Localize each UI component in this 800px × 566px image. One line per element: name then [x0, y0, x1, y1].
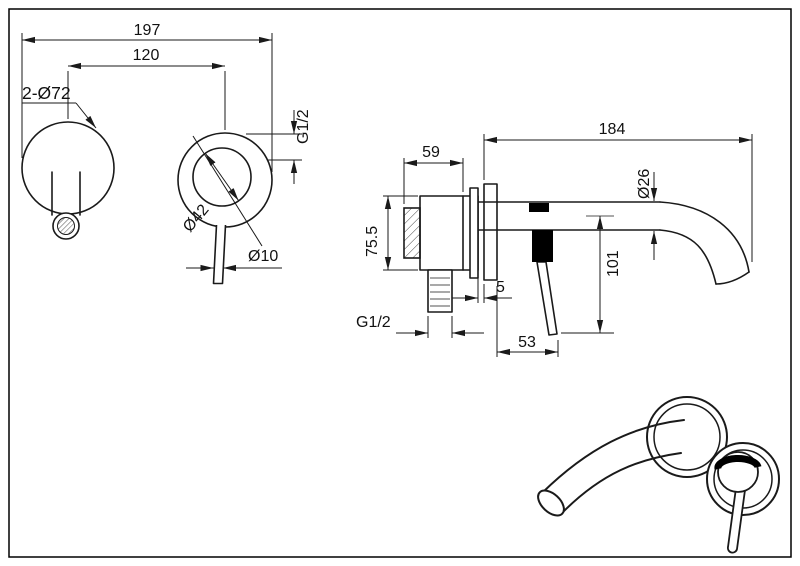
dim-label-body-height: 75.5 [364, 226, 381, 257]
dim-label-handle-projection: 53 [518, 334, 536, 351]
perspective-view [537, 396, 780, 554]
arrow-line [205, 153, 223, 178]
dim-handle-diameter: Ø10 [186, 248, 282, 272]
dim-label-plate-gap: 5 [496, 279, 505, 296]
spout-plate-circle [21, 121, 115, 215]
arrow-line [221, 176, 239, 201]
dim-label-spout-drop: 101 [605, 250, 622, 277]
inlet-stub [427, 269, 453, 313]
valve-body [419, 195, 479, 271]
side-view: 59 184 75.5 Ø26 [356, 121, 753, 357]
dim-label-spout-reach: 184 [599, 121, 626, 138]
valve-cartridge-circle [192, 147, 252, 207]
wall-plate-side [483, 183, 498, 281]
spout-mouth [537, 489, 565, 517]
cartridge-block [403, 207, 421, 259]
dim-label-spout-diameter: Ø26 [636, 169, 653, 199]
spout-tube-bottom [562, 452, 682, 513]
dim-spout-reach: 184 [483, 121, 753, 262]
dim-label-inlet-thread-front: G1/2 [295, 109, 312, 144]
dim-body-height: 75.5 [364, 195, 418, 271]
dim-handle-projection: 53 [496, 286, 559, 357]
front-view: 197 120 2-Ø72 Ø42 Ø10 [21, 22, 312, 285]
dim-label-handle-diameter: Ø10 [248, 248, 278, 265]
dim-spout-drop: 101 [561, 215, 622, 334]
dim-label-body-depth: 59 [422, 144, 440, 161]
side-dimensions: 59 184 75.5 Ø26 [356, 121, 753, 357]
dim-spout-diameter: Ø26 [636, 169, 658, 260]
spout-tip-face [715, 271, 750, 285]
dim-plate-gap: 5 [452, 274, 512, 303]
front-dimensions: 197 120 2-Ø72 Ø42 Ø10 [21, 22, 312, 272]
handle-black-band [714, 454, 762, 470]
leader-line [192, 135, 263, 247]
spout-tube-top [541, 419, 685, 494]
dim-inlet-thread-front: G1/2 [246, 109, 312, 184]
dim-center-distance: 120 [67, 47, 226, 130]
dim-label-plate-note: 2-Ø72 [22, 83, 71, 103]
handle-collar-black [532, 230, 553, 262]
spout-escutcheon-outer [646, 396, 728, 478]
valve-flange [469, 187, 479, 279]
dim-label-inlet-thread-side: G1/2 [356, 314, 391, 331]
seal-band-black [529, 203, 549, 212]
handle-rod-side [536, 261, 558, 336]
side-outlines [403, 183, 750, 336]
dim-label-overall-width: 197 [134, 22, 161, 39]
dim-inlet-thread-side: G1/2 [356, 314, 484, 338]
dim-overall-width: 197 [21, 22, 273, 172]
handle-rod-front [212, 224, 227, 285]
spout-curve-outer [659, 201, 750, 273]
handle-lever [727, 487, 746, 554]
leader-line [75, 102, 97, 129]
dim-label-center-distance: 120 [133, 47, 160, 64]
front-outlines [21, 121, 273, 285]
spout-escutcheon-inner [653, 403, 721, 471]
border-frame [8, 8, 792, 558]
dim-plate-note: 2-Ø72 [22, 83, 97, 129]
aerator-knurl [57, 217, 75, 235]
spout-curve-inner [659, 229, 717, 285]
dim-body-depth: 59 [403, 144, 464, 204]
